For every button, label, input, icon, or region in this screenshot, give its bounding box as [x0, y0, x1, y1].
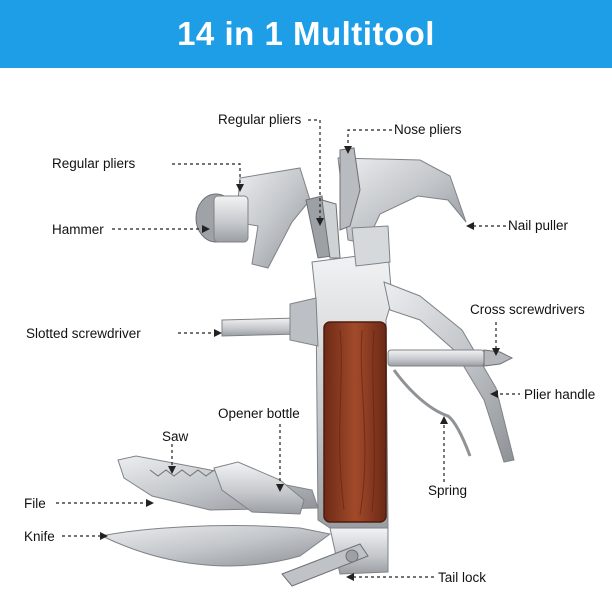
label-cross-screwdrivers: Cross screwdrivers — [470, 302, 585, 317]
label-knife: Knife — [24, 529, 55, 544]
label-file: File — [24, 496, 46, 511]
wood-handle — [323, 321, 387, 523]
label-nail-puller: Nail puller — [508, 218, 569, 233]
label-regular-pliers-top: Regular pliers — [218, 112, 302, 127]
knife-blade — [100, 525, 332, 567]
label-slotted-screwdriver: Slotted screwdriver — [26, 326, 141, 341]
leader-lines — [56, 119, 520, 578]
label-regular-pliers-left: Regular pliers — [52, 156, 136, 171]
spring-wire — [392, 369, 472, 457]
label-opener-bottle: Opener bottle — [218, 406, 300, 421]
label-hammer: Hammer — [52, 222, 104, 237]
banner-title: 14 in 1 Multitool — [177, 15, 435, 52]
label-spring: Spring — [428, 483, 468, 498]
leader-arrowheads — [100, 146, 500, 581]
plier-handle-arm — [383, 281, 515, 463]
opener-blade — [213, 461, 305, 515]
tail-lock — [281, 527, 389, 587]
label-saw: Saw — [162, 429, 189, 444]
label-tail-lock: Tail lock — [438, 570, 487, 585]
label-plier-handle: Plier handle — [524, 387, 596, 402]
cross-screwdriver — [387, 349, 514, 367]
slotted-screwdriver — [221, 297, 319, 347]
label-nose-pliers: Nose pliers — [394, 122, 462, 137]
pliers-jaws — [305, 195, 341, 259]
hammer-head — [195, 167, 311, 269]
title-banner: 14 in 1 Multitool — [0, 0, 612, 68]
